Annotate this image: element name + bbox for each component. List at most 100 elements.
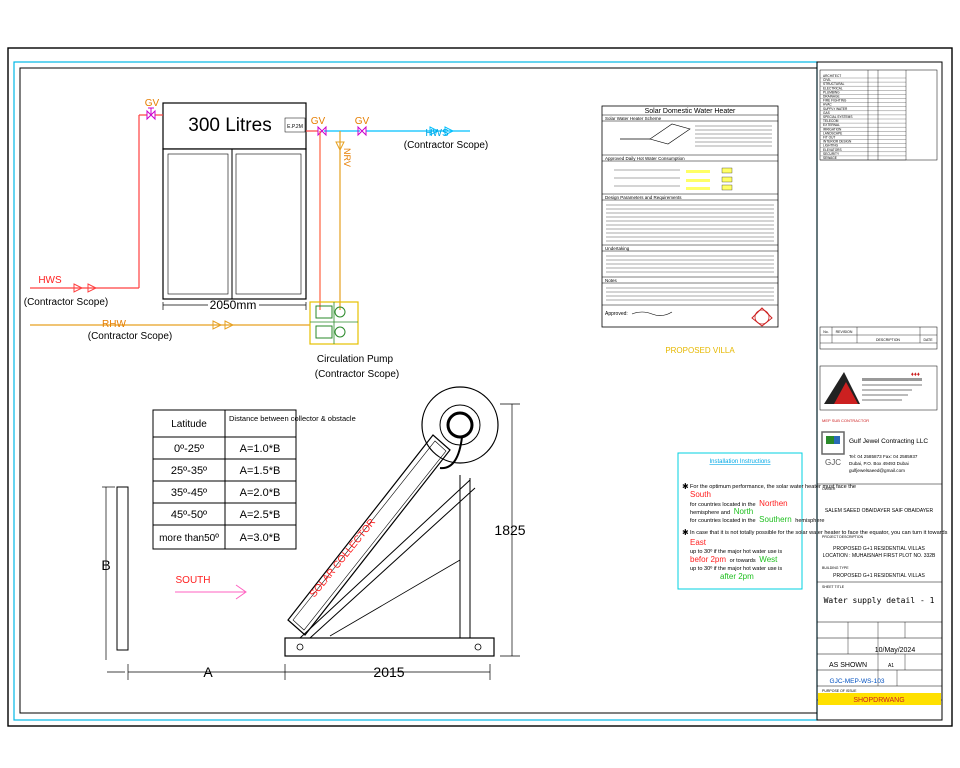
legend-item: GAS xyxy=(823,111,830,115)
legend-item: EXTERNAL xyxy=(823,123,840,127)
rhw-pipe xyxy=(30,320,310,330)
lat-row-3-lat: 45º-50º xyxy=(171,509,207,521)
datasheet-section-1: Solar Water Heater Scheme xyxy=(605,116,662,121)
datasheet-section-5: Notes xyxy=(605,278,618,283)
hws-right-scope: (Contractor Scope) xyxy=(404,140,488,151)
purpose-value: SHOPDRWANG xyxy=(853,697,904,704)
instr-p1-d: for countries located in the xyxy=(690,518,756,524)
instr-p2-a: In case that it is not totally possible … xyxy=(690,530,948,536)
gv-label-1: GV xyxy=(145,98,160,109)
legend-items: ARCHITECTCIVILSTRUCTURALELECTRICALPLUMBI… xyxy=(820,74,906,161)
tank-width-label: 2050mm xyxy=(210,298,257,312)
tank-capacity: 300 Litres xyxy=(188,115,271,136)
water-tank: E.P.2M xyxy=(162,102,307,300)
lat-row-1-dist: A=1.5*B xyxy=(240,465,281,477)
hws-pipe xyxy=(30,107,163,293)
legend-item: LIGHTING xyxy=(823,144,839,148)
revision-table xyxy=(819,326,938,350)
legend-item: FIRE FIGHTING xyxy=(823,99,847,103)
nrv-label: NRV xyxy=(342,148,352,167)
legend-item: ARCHITECT xyxy=(823,74,841,78)
consultant-logo: ♦♦♦ xyxy=(819,365,938,411)
collector-frame xyxy=(284,475,495,657)
sheet-title: Water supply detail - 1 xyxy=(824,596,935,605)
legend-item: IRRIGATION xyxy=(823,127,842,131)
legend-item: SPECIAL SYSTEMS xyxy=(823,115,852,119)
contractor-logo xyxy=(821,431,845,455)
contractor-po: Dubai, P.O. Box 49493 Dubai xyxy=(849,461,909,466)
lat-row-4-dist: A=3.0*B xyxy=(240,532,281,544)
date-value: 10/May/2024 xyxy=(875,647,916,654)
outer-frame xyxy=(7,47,953,727)
project-desc-label: PROJECT DESCRIPTION xyxy=(822,535,864,539)
rev-header-no: No. xyxy=(823,330,828,334)
instr-p1-southern: Southern xyxy=(759,515,791,524)
legend-item: ELEVATORS xyxy=(823,148,842,152)
legend-item: CIVIL xyxy=(823,78,831,82)
owner-name: SALEM SAEED OBAIDAYER SAIF OBAIDAYER xyxy=(825,508,934,514)
instr-p2-after: after 2pm xyxy=(720,572,754,581)
datasheet-section-4: Undertaking xyxy=(605,246,630,251)
rev-header-date: DATE xyxy=(923,338,933,342)
datasheet-title: Solar Domestic Water Heater xyxy=(645,108,736,115)
south-label: SOUTH xyxy=(176,575,211,586)
legend-item: INTERIOR DESIGN xyxy=(823,140,852,144)
sheet-title-label: SHEET TITLE xyxy=(822,585,845,589)
instr-p1-northen: Northen xyxy=(759,499,787,508)
owner-label: OWNER xyxy=(822,487,836,491)
instr-p1-c: hemisphere and xyxy=(690,510,730,516)
svg-text:♦♦♦: ♦♦♦ xyxy=(911,372,920,378)
pump-scope: (Contractor Scope) xyxy=(315,369,399,380)
dim-height-label: 1825 xyxy=(494,522,525,538)
legend-item: SUPPLY WATER xyxy=(823,107,848,111)
contractor-email: gulfjewelsaeed@gmail.com xyxy=(849,468,905,473)
building-type-value: PROPOSED G+1 RESIDENTIAL VILLAS xyxy=(833,573,925,579)
contractor-header: MEP SUB CONTRACTOR xyxy=(822,418,869,423)
signature-icon xyxy=(631,311,673,316)
project-desc: PROPOSED G+1 RESIDENTIAL VILLAS xyxy=(833,546,925,552)
latitude-table xyxy=(152,409,297,550)
datasheet-section-2: Approved Daily Hot Water Consumption xyxy=(605,156,685,161)
sheet-size: A1 xyxy=(888,663,894,669)
tank-width-dimension xyxy=(162,302,307,310)
lat-header-distance-text: Distance between collector & obstacle xyxy=(229,414,356,423)
purpose-highlight xyxy=(818,693,941,705)
instructions-title: Installation Instructions xyxy=(709,459,770,465)
scale-value: AS SHOWN xyxy=(829,662,867,669)
lat-row-2-dist: A=2.0*B xyxy=(240,487,281,499)
gv-label-2: GV xyxy=(311,116,326,127)
legend-item: PLUMBING xyxy=(823,90,840,94)
instr-p2-east: East xyxy=(690,538,707,547)
gv-label-3: GV xyxy=(355,116,370,127)
purpose-label: PURPOSE OF ISSUE xyxy=(822,689,857,693)
building-type-label: BUILDING TYPE xyxy=(822,566,849,570)
project-location: LOCATION : MUHAISNAH FIRST PLOT NO. 332B xyxy=(823,553,936,559)
legend-item: SECURITY xyxy=(823,152,840,156)
cold-supply-pipe xyxy=(306,125,470,310)
instr-p2-before: befor 2pm xyxy=(690,555,726,564)
pump-label: Circulation Pump xyxy=(317,354,394,365)
instr-p2-b: up to 30º if the major hot water use is xyxy=(690,548,782,555)
gjc-abbr: GJC xyxy=(825,458,841,467)
instructions-para-2: In case that it is not totally possible … xyxy=(690,530,949,581)
instr-p1-a: For the optimum performance, the solar w… xyxy=(690,484,856,490)
legend-item: HVAC xyxy=(823,103,832,107)
lat-row-3-dist: A=2.5*B xyxy=(240,509,281,521)
svg-text:E.P.2M: E.P.2M xyxy=(287,124,303,130)
datasheet-approved: Approved: xyxy=(605,311,628,317)
hws-right-label: HWS xyxy=(425,128,449,139)
bullet-icon-1: ✱ xyxy=(682,482,689,491)
legend-item: SEWAGE xyxy=(823,156,837,160)
instr-p1-b: for countries located in the xyxy=(690,502,756,508)
rhw-scope: (Contractor Scope) xyxy=(88,331,172,342)
contractor-tel: Tel: 04 2585873 Fax: 04 2585937 xyxy=(849,454,918,459)
instr-p2-west: West xyxy=(759,555,778,564)
legend-item: DRAINAGE xyxy=(823,95,840,99)
contractor-name: Gulf Jewel Contracting LLC xyxy=(849,438,928,445)
south-arrow xyxy=(175,584,247,600)
dim-width-label: 2015 xyxy=(373,664,404,680)
datasheet-section-3: Design Parameters and Requirements xyxy=(605,195,682,200)
height-dimension xyxy=(500,403,520,657)
instr-p2-d: up to 30º if the major hot water use is xyxy=(690,565,782,572)
